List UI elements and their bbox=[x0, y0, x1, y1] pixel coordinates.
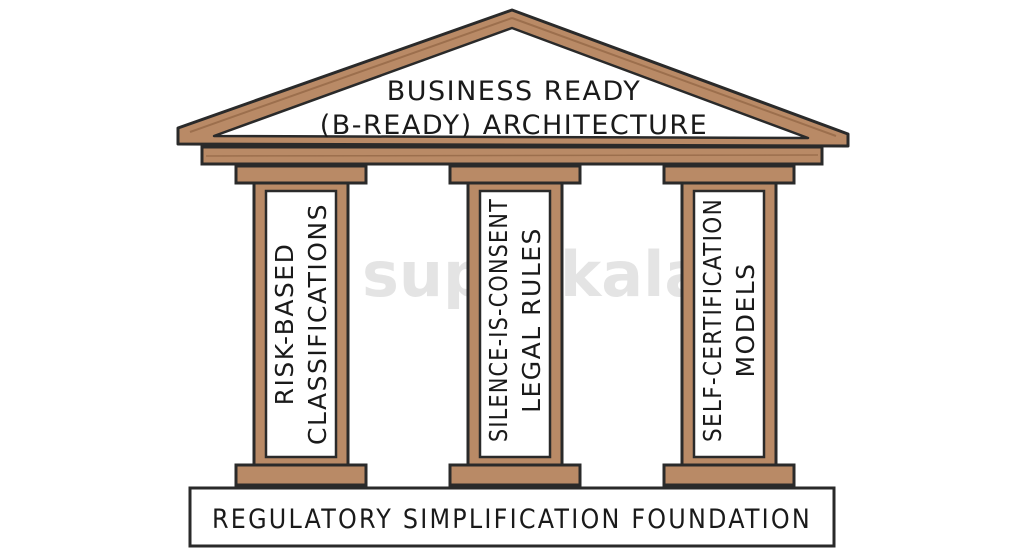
pillar-1: RISK-BASED CLASSIFICATIONS bbox=[234, 164, 368, 487]
pillar-1-label-line2: CLASSIFICATIONS bbox=[303, 203, 332, 445]
roof-title-line2: (B-READY) ARCHITECTURE bbox=[320, 110, 709, 141]
pillar-3-label-line1: SELF-CERTIFICATION bbox=[698, 198, 727, 442]
pillar-1-label-line1: RISK-BASED bbox=[270, 243, 299, 406]
foundation-label: REGULATORY SIMPLIFICATION FOUNDATION bbox=[212, 504, 812, 535]
pillar-2-label-line2: LEGAL RULES bbox=[517, 227, 546, 413]
roof-title-line1: BUSINESS READY bbox=[387, 76, 642, 107]
pillar-2: SILENCE-IS-CONSENT LEGAL RULES bbox=[448, 164, 582, 487]
roof-inner bbox=[212, 26, 810, 140]
roof: BUSINESS READY (B-READY) ARCHITECTURE bbox=[176, 8, 850, 148]
pillar-3-label-line2: MODELS bbox=[731, 262, 760, 377]
foundation-slab bbox=[188, 486, 836, 548]
pillar-2-base bbox=[448, 463, 582, 487]
pillar-3-panel bbox=[692, 189, 766, 459]
pillar-2-label-line1: SILENCE-IS-CONSENT bbox=[484, 198, 513, 442]
pillar-3: SELF-CERTIFICATION MODELS bbox=[662, 164, 796, 487]
pillar-2-panel bbox=[478, 189, 552, 459]
pillar-2-capital bbox=[448, 164, 582, 185]
pillar-3-capital bbox=[662, 164, 796, 185]
pillar-1-capital bbox=[234, 164, 368, 185]
pillar-1-panel bbox=[264, 189, 338, 459]
pillar-3-base bbox=[662, 463, 796, 487]
foundation: REGULATORY SIMPLIFICATION FOUNDATION bbox=[188, 486, 836, 548]
pillar-1-base bbox=[234, 463, 368, 487]
